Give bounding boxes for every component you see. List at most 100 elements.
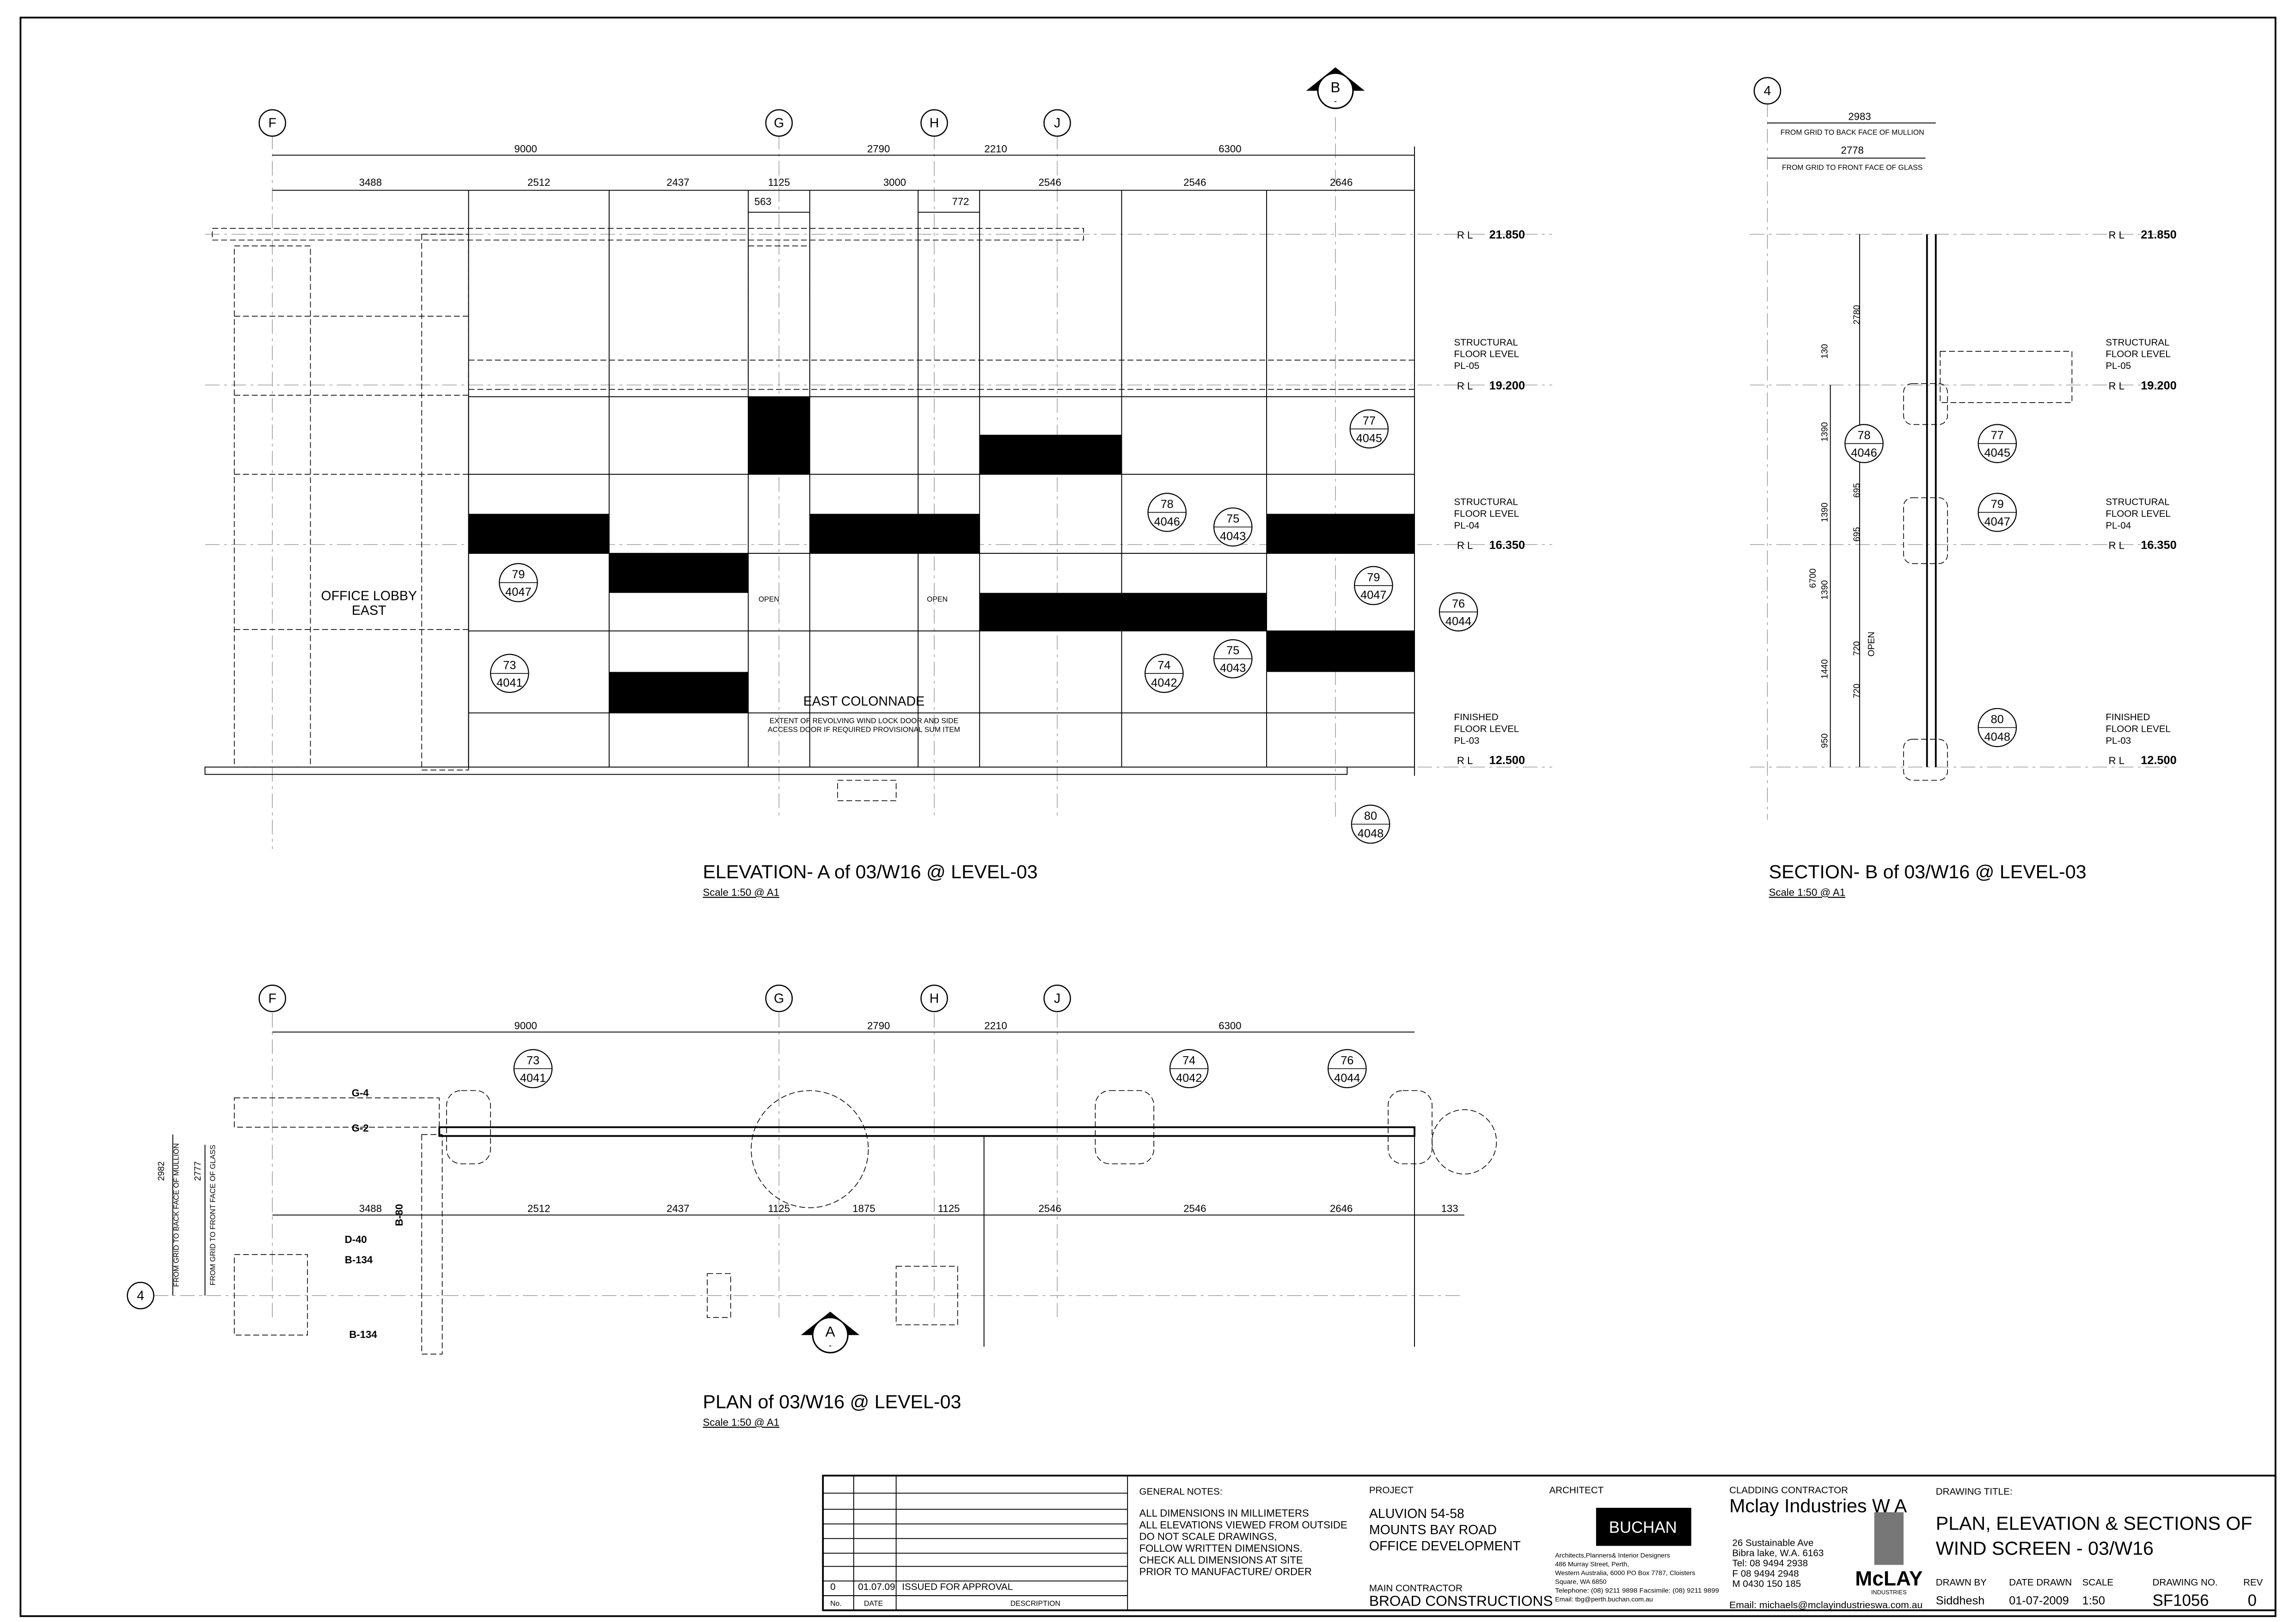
lobby-label: OFFICE LOBBY <box>321 588 417 603</box>
grid-bubble-circle <box>1753 77 1782 105</box>
grid-bubble-circle <box>127 1281 154 1310</box>
elevation-a: OFFICE LOBBY EAST EAST COLONNADE OPEN OP… <box>204 117 1552 898</box>
architect-info-line: 486 Murray Street, Perth, <box>1555 1561 1629 1568</box>
main-contractor: BROAD CONSTRUCTIONS <box>1369 1592 1553 1609</box>
scale-label: SCALE <box>2082 1577 2113 1588</box>
section-dimension: 6700 <box>1808 569 1818 588</box>
level-name: FLOOR LEVEL <box>1454 723 1519 734</box>
elevation-dimension: 2790 <box>867 143 890 154</box>
grid-bubble-circle <box>765 985 793 1012</box>
panel-tag-code: 4042 <box>1151 676 1177 689</box>
plan-dimension: 2512 <box>527 1203 550 1214</box>
level-name: PL-03 <box>1454 735 1480 746</box>
section-dimension: 2778 <box>1841 145 1864 156</box>
date-drawn: 01-07-2009 <box>2009 1594 2069 1607</box>
grid-bubble-circle <box>920 985 948 1012</box>
plan-dimension: 2790 <box>867 1020 890 1031</box>
plan-dimension: 2982 <box>157 1161 166 1181</box>
panel-tag-number: 78 <box>1161 498 1174 511</box>
cladding-info-line: M 0430 150 185 <box>1732 1579 1801 1589</box>
level-value: 21.850 <box>2141 228 2176 241</box>
level-name: FINISHED <box>1454 712 1499 722</box>
general-note: PRIOR TO MANUFACTURE/ ORDER <box>1139 1566 1311 1578</box>
rev-no: 0 <box>830 1581 835 1592</box>
scale: 1:50 <box>2082 1594 2105 1607</box>
elevation-scale: Scale 1:50 @ A1 <box>703 887 779 898</box>
elevation-dimension: 6300 <box>1218 143 1241 154</box>
panel-tag-code: 4048 <box>1984 730 2010 743</box>
panel-tag-number: 73 <box>527 1054 539 1067</box>
panel-tag-number: 76 <box>1341 1054 1353 1067</box>
rev-date: 01.07.09 <box>858 1581 895 1592</box>
project-line: MOUNTS BAY ROAD <box>1369 1523 1497 1537</box>
grid-bubble-label: J <box>1054 991 1060 1006</box>
plan-dimension: 1125 <box>938 1203 960 1214</box>
cladding-info-line: 26 Sustainable Ave <box>1732 1537 1813 1548</box>
level-value: 12.500 <box>2141 754 2176 767</box>
level-name: FLOOR LEVEL <box>1454 349 1519 360</box>
panel-tag-number: 77 <box>1991 429 2004 442</box>
grid-bubble-H: H <box>920 985 948 1012</box>
elevation-dimension: 2646 <box>1330 177 1353 188</box>
level-rl: R L <box>1457 229 1473 241</box>
section-dimension: 720 <box>1852 684 1862 698</box>
project-label: PROJECT <box>1369 1485 1414 1495</box>
grid-bubble-circle <box>258 985 286 1012</box>
plan-dimension: 9000 <box>514 1020 537 1031</box>
level-rl: R L <box>2109 755 2125 766</box>
plan-dimension: 2777 <box>193 1161 203 1181</box>
plan-dimension-note: FROM GRID TO BACK FACE OF MULLION <box>172 1143 180 1287</box>
section-dimension: 1390 <box>1820 580 1830 600</box>
panel-tag-number: 79 <box>512 568 525 581</box>
section-scale: Scale 1:50 @ A1 <box>1769 887 1845 898</box>
panel-tag-code: 4043 <box>1220 530 1246 543</box>
plan-dimension: 3488 <box>359 1203 382 1214</box>
grid-bubble-label: G <box>774 991 784 1006</box>
level-rl: R L <box>1457 380 1473 392</box>
section-marker-label: A <box>826 1323 836 1340</box>
elevation-dimension: 3000 <box>883 177 906 188</box>
panel-tag-number: 79 <box>1991 498 2004 511</box>
lobby-label-2: EAST <box>352 603 386 618</box>
cladding-info-line: Tel: 08 9494 2938 <box>1732 1558 1808 1569</box>
plan-dimension: 2546 <box>1183 1203 1206 1214</box>
date-label: DATE DRAWN <box>2009 1577 2072 1588</box>
member-code: B-134 <box>345 1254 373 1266</box>
architect-info-line: Email: tbg@perth.buchan.com.au <box>1555 1596 1653 1604</box>
section-dimension: 130 <box>1820 344 1830 359</box>
section-dimension: 1390 <box>1820 502 1830 522</box>
architect-info-line: Square, WA 6850 <box>1555 1579 1606 1586</box>
level-name: STRUCTURAL <box>2106 497 2169 508</box>
open-label: OPEN <box>1867 632 1877 657</box>
grid-bubble-label: 4 <box>137 1288 144 1303</box>
plan: PLAN of 03/W16 @ LEVEL-03 Scale 1:50 @ A… <box>153 1013 1497 1428</box>
section-dimension: 695 <box>1852 527 1862 542</box>
elevation-dimension: 563 <box>754 196 771 207</box>
cladding-info-line: Bibra lake, W.A. 6163 <box>1732 1548 1824 1558</box>
grid-bubble-F: F <box>258 109 286 137</box>
mclay-logo-image <box>1874 1512 1904 1565</box>
elevation-dimension: 3488 <box>359 177 382 188</box>
level-name: FLOOR LEVEL <box>2106 508 2171 519</box>
level-rl: R L <box>1457 755 1473 766</box>
level-name: PL-04 <box>2106 520 2131 531</box>
title-block: 0 01.07.09 ISSUED FOR APPROVAL No. DATE … <box>822 1475 2277 1611</box>
grid-bubble-circle <box>258 109 286 137</box>
section-marker-A: A- <box>801 1311 860 1353</box>
drawn-by: Siddhesh <box>1936 1594 1985 1607</box>
grid-bubble-label: J <box>1054 116 1060 131</box>
plan-dimension: 1125 <box>768 1203 790 1214</box>
panel-tag-code: 4041 <box>496 676 522 689</box>
general-note: DO NOT SCALE DRAWINGS, <box>1139 1531 1277 1542</box>
panel-tag-code: 4046 <box>1154 515 1180 528</box>
project-line: ALUVION 54-58 <box>1369 1506 1464 1521</box>
level-name: STRUCTURAL <box>1454 337 1518 348</box>
panel-tag-code: 4042 <box>1176 1071 1202 1084</box>
level-name: STRUCTURAL <box>1454 497 1518 508</box>
level-name: PL-05 <box>1454 361 1480 371</box>
grid-bubble-circle <box>1043 985 1071 1012</box>
